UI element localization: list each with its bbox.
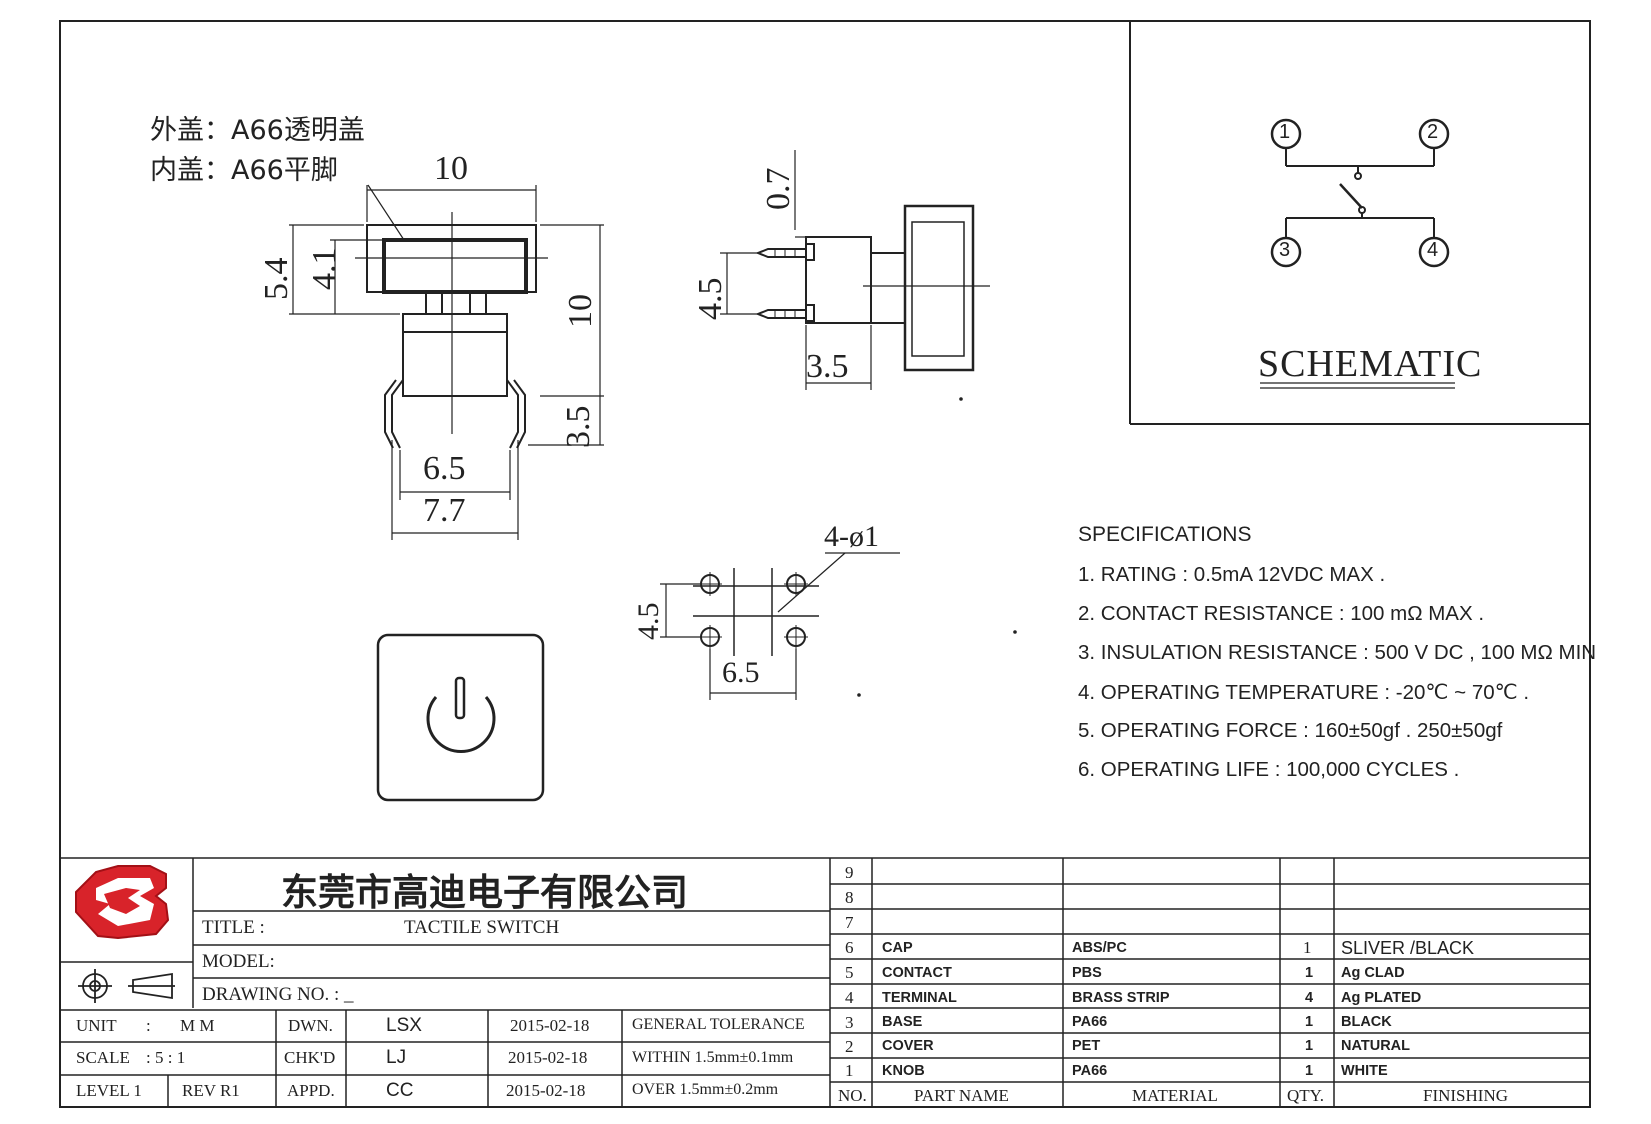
dim-side-pin-pitch: 4.5: [692, 277, 729, 321]
company-name: 东莞市高迪电子有限公司: [281, 871, 688, 914]
projection-symbol-icon: [78, 969, 175, 1003]
part-no: 1: [845, 1061, 854, 1080]
schematic-diagram: [1260, 118, 1455, 389]
part-name: KNOB: [882, 1063, 925, 1079]
spec-item: 1. RATING : 0.5mA 12VDC MAX .: [1078, 563, 1386, 586]
dim-side-offset: 0.7: [760, 167, 797, 211]
part-name: CAP: [882, 940, 913, 956]
part-material: PA66: [1072, 1063, 1108, 1079]
parts-row-number: 8: [845, 888, 854, 907]
specifications-heading: SPECIFICATIONS: [1078, 523, 1252, 546]
spec-item: 6. OPERATING LIFE : 100,000 CYCLES .: [1078, 758, 1460, 781]
title-value: TACTILE SWITCH: [404, 917, 560, 938]
part-qty: 1: [1305, 965, 1314, 981]
part-qty: 1: [1305, 1038, 1314, 1054]
dim-front-width: 10: [434, 150, 468, 187]
part-material: PBS: [1072, 965, 1102, 981]
spec-item: 2. CONTACT RESISTANCE : 100 mΩ MAX .: [1078, 602, 1485, 625]
parts-row-number: 9: [845, 863, 854, 882]
company-logo: [75, 865, 170, 940]
side-view: [720, 150, 990, 401]
part-no: 5: [845, 963, 854, 982]
part-qty: 4: [1305, 990, 1314, 1006]
part-no: 6: [845, 938, 854, 957]
schematic-pin-2: 2: [1427, 121, 1439, 143]
title-label: TITLE :: [202, 917, 265, 938]
parts-header-qty: QTY.: [1287, 1086, 1324, 1105]
schematic-title: SCHEMATIC: [1258, 343, 1483, 385]
dim-footprint-pitch-h: 6.5: [722, 656, 760, 689]
part-no: 3: [845, 1013, 854, 1032]
part-no: 2: [845, 1037, 854, 1056]
power-button-icon: [376, 633, 545, 802]
tolerance-over: OVER 1.5mm±0.2mm: [632, 1081, 779, 1098]
part-name: TERMINAL: [882, 990, 957, 1006]
model-label: MODEL:: [202, 951, 275, 972]
spec-item: 5. OPERATING FORCE : 160±50gf . 250±50gf: [1078, 719, 1503, 742]
rev-label: REV R1: [182, 1081, 240, 1100]
dim-footprint-holes: 4-ø1: [824, 520, 879, 553]
part-finishing: BLACK: [1341, 1014, 1392, 1030]
dim-front-pin-length: 3.5: [560, 405, 597, 449]
parts-header-material: MATERIAL: [1132, 1086, 1218, 1105]
part-qty: 1: [1303, 938, 1312, 957]
unit-sep: :: [146, 1016, 151, 1035]
front-view: [289, 184, 604, 540]
scale-label: SCALE: [76, 1048, 130, 1067]
dim-footprint-pitch-v: 4.5: [632, 602, 665, 641]
part-finishing: Ag CLAD: [1341, 965, 1405, 981]
dim-front-pin-span-outer: 7.7: [423, 492, 466, 529]
parts-row-number: 7: [845, 913, 854, 932]
part-finishing: Ag PLATED: [1341, 990, 1422, 1006]
parts-header-no: NO.: [838, 1086, 867, 1105]
part-name: CONTACT: [882, 965, 952, 981]
dim-front-total-height: 10: [562, 294, 599, 328]
appd-label: APPD.: [287, 1081, 335, 1100]
cap-inner-label: 内盖：A66平脚: [150, 155, 338, 186]
spec-item: 4. OPERATING TEMPERATURE : -20℃ ~ 70℃ .: [1078, 681, 1530, 704]
cap-outer-label: 外盖：A66透明盖: [150, 115, 365, 146]
part-finishing: SLIVER /BLACK: [1341, 938, 1475, 958]
drawing-no-label: DRAWING NO. : _: [202, 984, 354, 1005]
dwn-date: 2015-02-18: [510, 1016, 590, 1035]
part-no: 4: [845, 988, 854, 1007]
unit-label: UNIT: [76, 1016, 117, 1035]
part-name: BASE: [882, 1014, 923, 1030]
dwn-label: DWN.: [288, 1016, 333, 1035]
part-material: ABS/PC: [1072, 940, 1127, 956]
part-material: PET: [1072, 1038, 1101, 1054]
tolerance-within: WITHIN 1.5mm±0.1mm: [632, 1049, 794, 1066]
parts-header-name: PART NAME: [914, 1086, 1009, 1105]
part-qty: 1: [1305, 1063, 1314, 1079]
dim-front-pin-span-inner: 6.5: [423, 450, 466, 487]
level-label: LEVEL 1: [76, 1081, 142, 1100]
appd-name: CC: [386, 1080, 414, 1101]
footprint-view: [660, 552, 1017, 700]
dim-side-body-depth: 3.5: [806, 348, 849, 385]
unit-value: M M: [180, 1016, 215, 1035]
part-material: PA66: [1072, 1014, 1108, 1030]
part-finishing: WHITE: [1341, 1063, 1388, 1079]
appd-date: 2015-02-18: [506, 1081, 586, 1100]
parts-header-finishing: FINISHING: [1423, 1086, 1508, 1105]
schematic-pin-3: 3: [1279, 239, 1291, 261]
spec-item: 3. INSULATION RESISTANCE : 500 V DC , 10…: [1078, 641, 1597, 664]
tolerance-header: GENERAL TOLERANCE: [632, 1016, 805, 1033]
part-name: COVER: [882, 1038, 934, 1054]
title-block-grid: [59, 857, 1591, 1108]
chk-name: LJ: [386, 1047, 407, 1068]
schematic-pin-4: 4: [1427, 239, 1439, 261]
dim-front-cap-height: 5.4: [258, 257, 295, 301]
drawing-frame: [59, 20, 1591, 1108]
scale-value: : 5 : 1: [146, 1048, 186, 1067]
dim-front-inner-height: 4.1: [306, 247, 343, 291]
chk-date: 2015-02-18: [508, 1048, 588, 1067]
chk-label: CHK'D: [284, 1048, 336, 1067]
part-qty: 1: [1305, 1014, 1314, 1030]
dwn-name: LSX: [386, 1015, 422, 1036]
part-material: BRASS STRIP: [1072, 990, 1170, 1006]
part-finishing: NATURAL: [1341, 1038, 1410, 1054]
schematic-pin-1: 1: [1279, 121, 1291, 143]
